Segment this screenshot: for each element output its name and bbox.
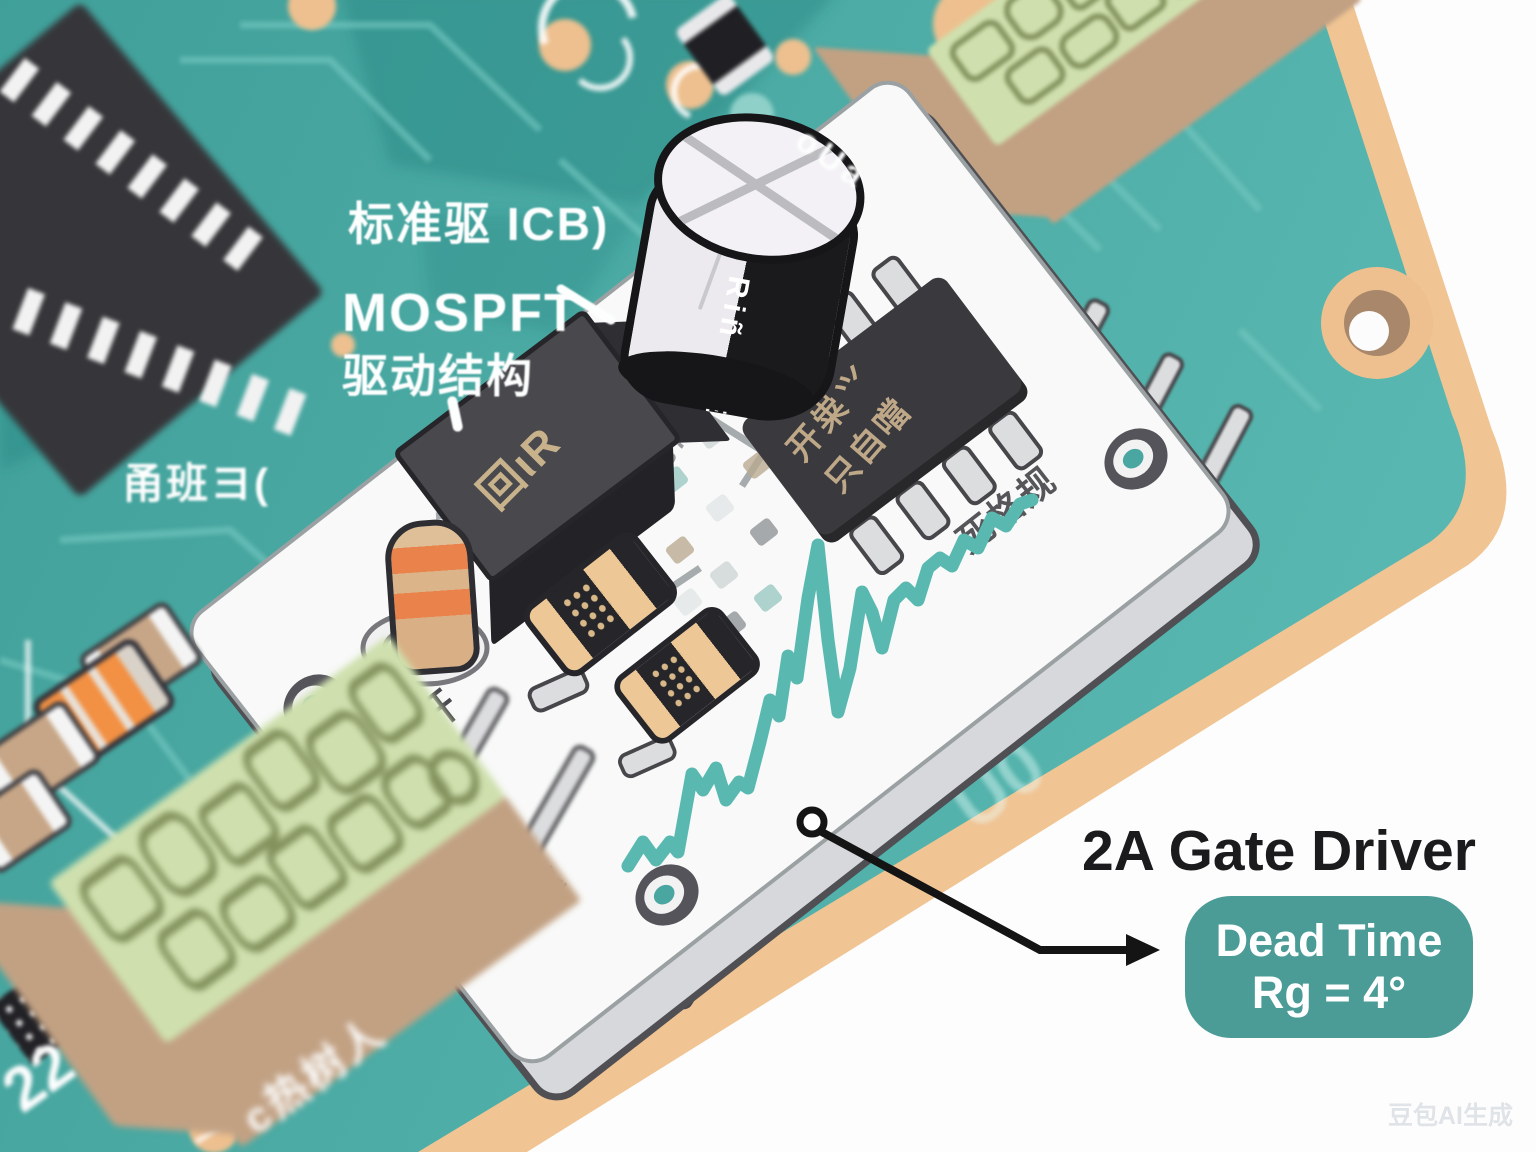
capacitor-marking-line1: Riñ	[711, 273, 756, 345]
terminal-top-face	[926, 0, 1306, 147]
dead-time-pill: Dead Time Rg = 4°	[1185, 896, 1473, 1038]
diode-dot-marks	[558, 576, 622, 641]
pill-line2: Rg = 4°	[1251, 967, 1407, 1018]
label-pcb-title: 标准驱 ICB)	[348, 198, 610, 250]
terminal-top-face	[48, 635, 507, 1044]
label-drive-structure: 驱动结构	[342, 350, 534, 402]
label-left-partial: 甬班ヨ(	[122, 460, 270, 507]
callout-title: 2A Gate Driver	[1082, 819, 1476, 883]
terminal-block-bottom-left	[0, 596, 656, 1152]
diode-dot-marks	[647, 649, 707, 710]
inductor-marking: 回ιR	[469, 417, 571, 519]
terminal-block-top-right	[812, 0, 1427, 313]
label-mosfet: MOSPFT	[342, 283, 579, 343]
ai-watermark: 豆包AI生成	[1388, 1102, 1514, 1130]
terminal-glyphs	[79, 662, 480, 991]
mounting-hole	[1321, 267, 1433, 379]
terminal-glyphs	[949, 0, 1167, 105]
pill-line1: Dead Time	[1215, 915, 1443, 967]
